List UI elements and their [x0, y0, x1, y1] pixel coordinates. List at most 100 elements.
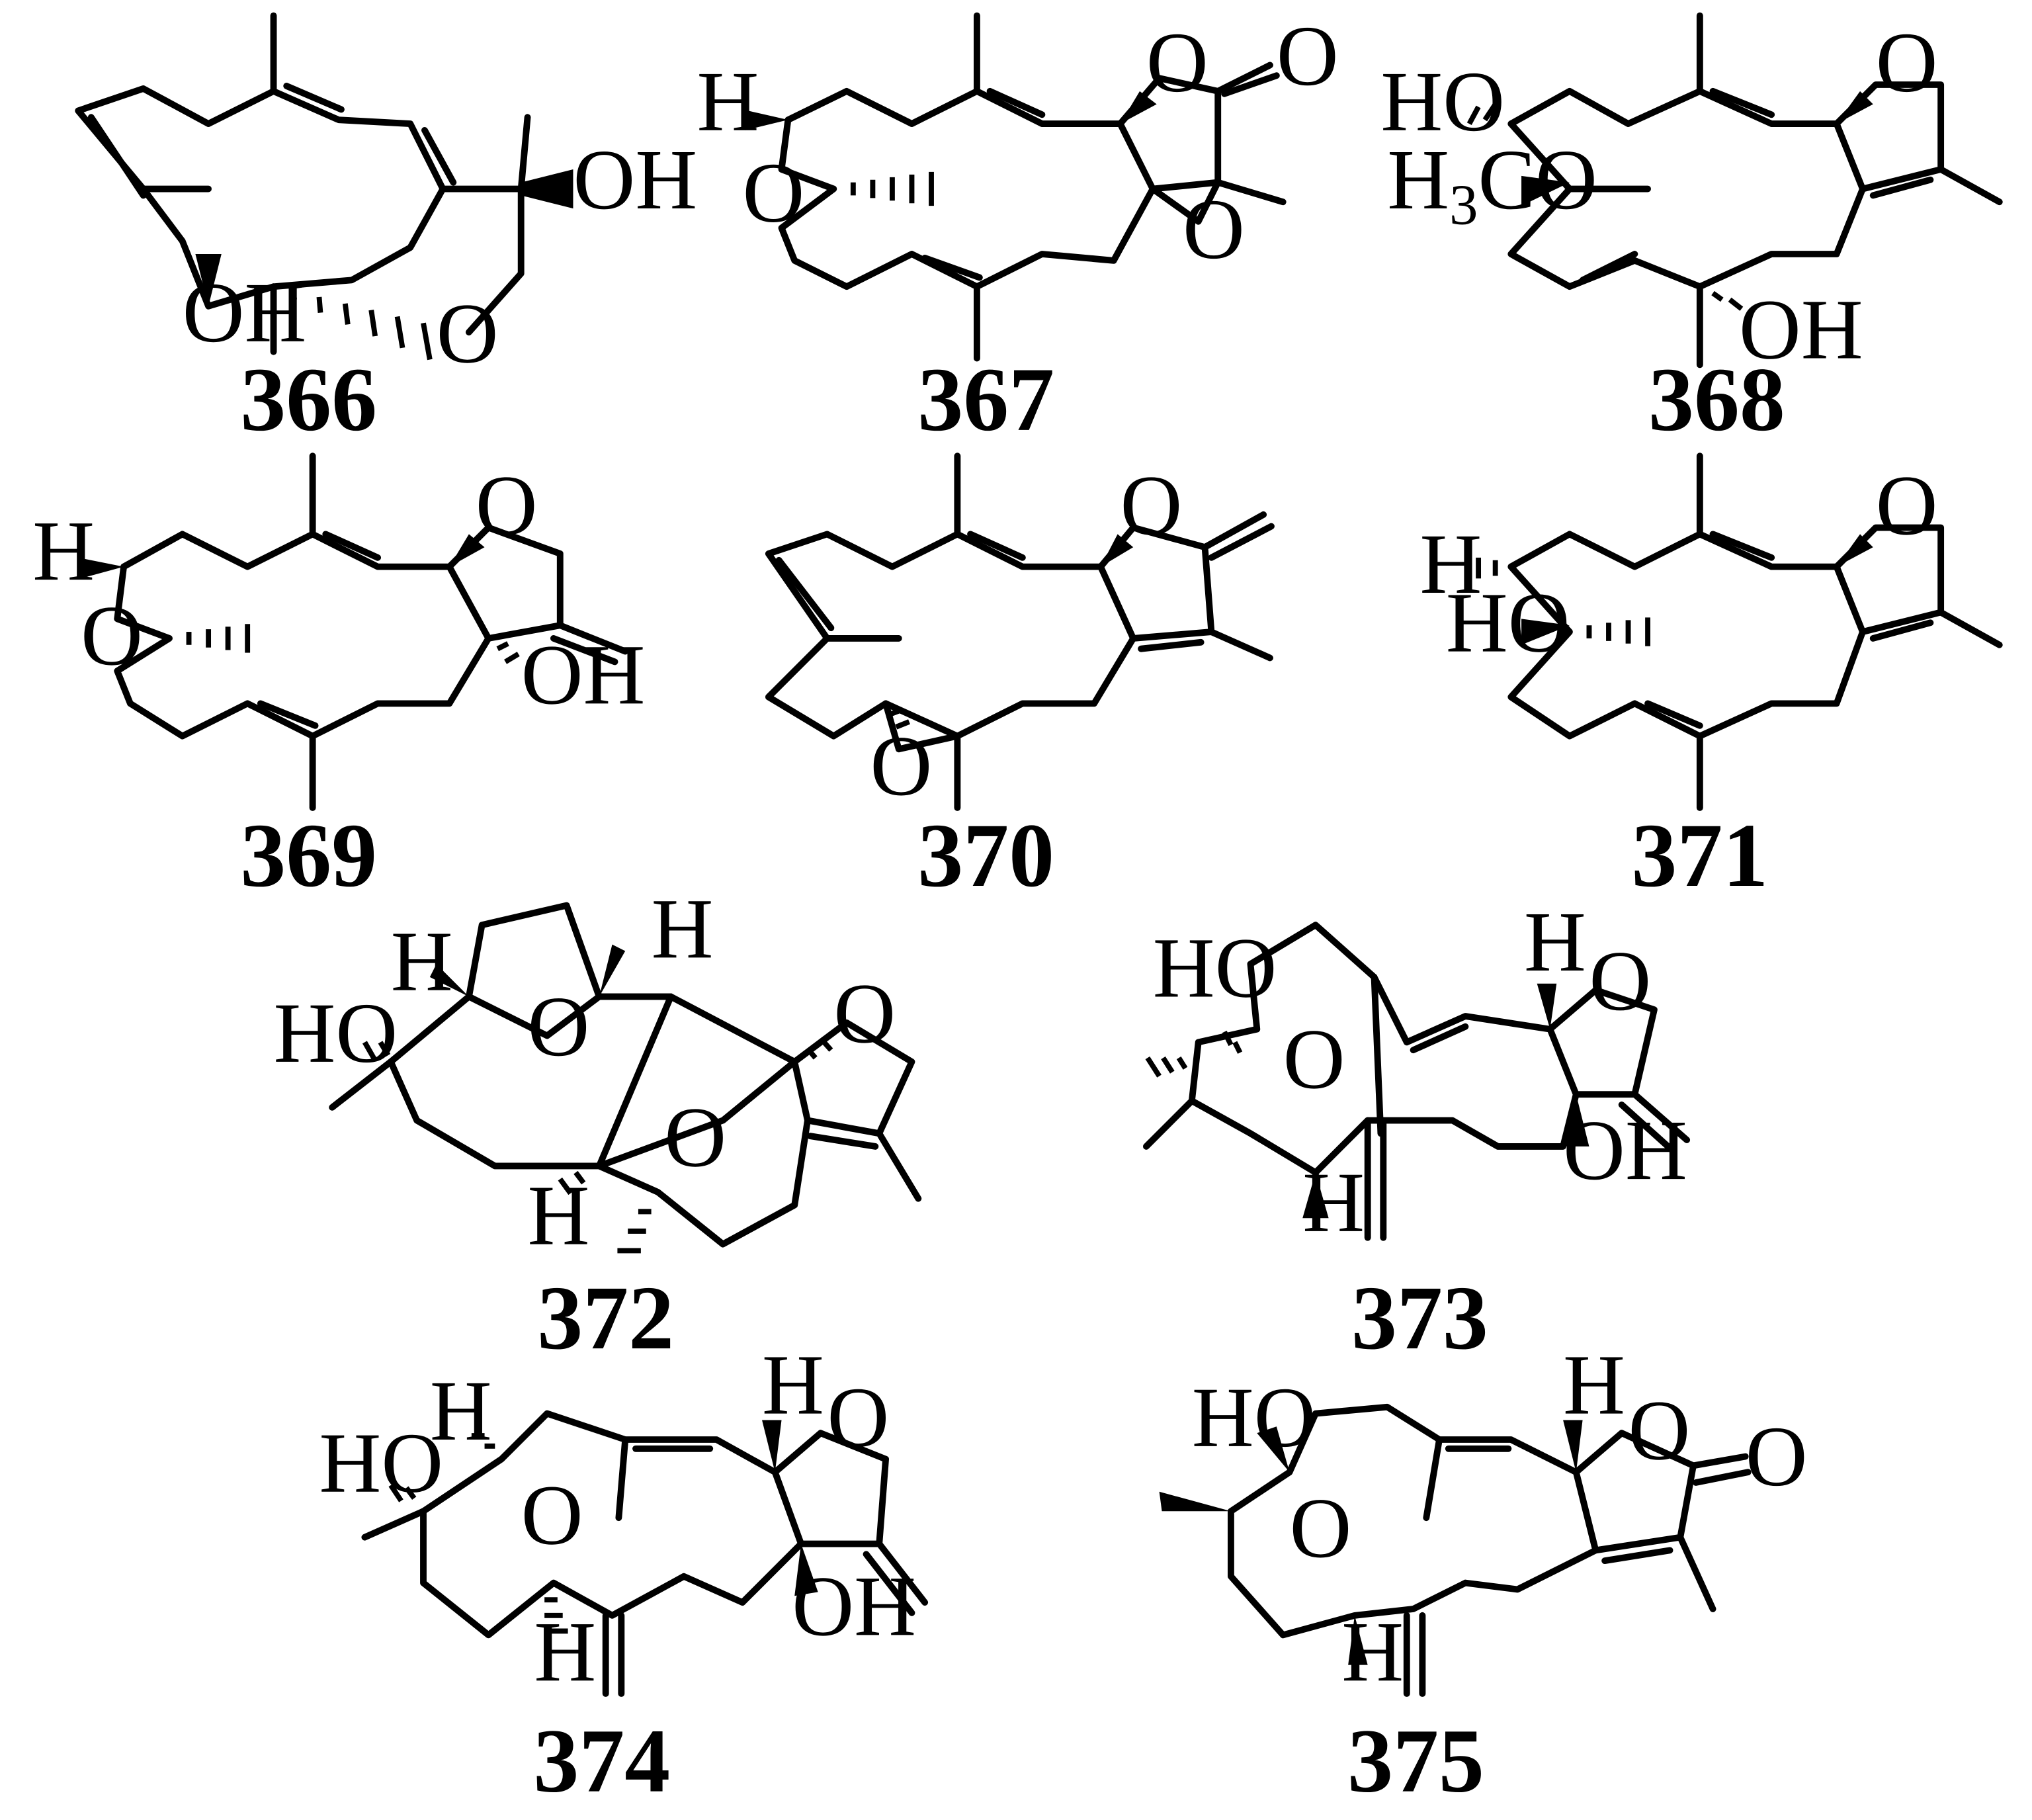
wedge-bond	[1836, 534, 1873, 567]
wedge-bond	[1257, 1426, 1290, 1473]
atom-label: OH	[1739, 282, 1863, 378]
atom-label: H	[1524, 894, 1586, 990]
atom-label: O	[1876, 15, 1938, 110]
atom-label: H	[1302, 1155, 1365, 1250]
compound-number: 370	[917, 804, 1054, 906]
hashed-bond	[544, 1597, 568, 1634]
hashed-bond	[290, 288, 433, 361]
atom-label: HO	[1153, 920, 1277, 1016]
compound-366: OH OH O 366	[75, 12, 697, 450]
compound-373: HO O H O OH H 373	[1142, 894, 1691, 1368]
atom-label: O	[870, 718, 932, 814]
wedge-bond	[1836, 91, 1873, 124]
hashed-bond	[805, 1036, 833, 1060]
atom-label: HO	[1380, 54, 1505, 150]
compound-375: HO H O O O H 375	[1159, 1338, 1808, 1811]
atom-label: O	[1290, 1481, 1352, 1576]
wedge-bond	[1521, 175, 1570, 206]
wedge-bond	[78, 557, 124, 579]
atom-label: H	[697, 54, 759, 150]
wedge-bond	[195, 253, 222, 306]
wedge-bond	[449, 534, 485, 567]
hashed-bond	[362, 1041, 391, 1062]
atom-label: H	[32, 503, 95, 599]
hashed-bond	[558, 1170, 586, 1195]
compound-374: H HO O H O OH H 374	[319, 1338, 929, 1811]
atom-label: O	[528, 979, 590, 1074]
compound-number: 366	[240, 349, 377, 450]
wedge-bond	[1302, 1172, 1329, 1219]
atom-label: O	[1121, 458, 1183, 553]
atom-label: HO	[319, 1416, 443, 1511]
atom-label: H	[534, 1604, 596, 1700]
atom-label: O	[521, 1468, 583, 1563]
wedge-bond	[1563, 1094, 1589, 1147]
compound-371: H HO O 371	[1419, 453, 2003, 906]
hashed-bond	[388, 1483, 417, 1502]
atom-label: O	[664, 1090, 726, 1185]
atom-label: OH	[521, 627, 646, 722]
atom-label: O	[1746, 1409, 1808, 1504]
hashed-bond	[471, 1433, 495, 1449]
wedge-bond	[1521, 619, 1570, 645]
atom-label: O	[833, 966, 896, 1061]
compound-number: 372	[537, 1267, 674, 1368]
atom-label: H	[1419, 517, 1482, 612]
hashed-bond	[1145, 1056, 1188, 1078]
wedge-bond	[762, 1420, 782, 1473]
compound-370: O O 370	[765, 453, 1275, 906]
compound-number: 373	[1351, 1267, 1488, 1368]
wedge-bond	[429, 964, 469, 997]
hashed-bond	[617, 1209, 652, 1254]
wedge-bond	[794, 1543, 818, 1596]
atom-label: H	[652, 881, 714, 976]
wedge-bond	[521, 169, 573, 209]
wedge-bond	[1120, 91, 1157, 124]
wedge-bond	[1563, 1420, 1583, 1473]
atom-label: HO	[274, 986, 398, 1081]
atom-label: HO	[1446, 576, 1570, 671]
atom-label: H	[528, 1168, 590, 1264]
atom-label: O	[1183, 182, 1245, 277]
hashed-bond	[1586, 617, 1651, 646]
atom-label: O	[1589, 933, 1651, 1029]
atom-label: OH	[183, 265, 307, 361]
atom-label: O	[1876, 458, 1938, 553]
compound-369: H O O OH 369	[32, 453, 646, 906]
wedge-bond	[1159, 1491, 1231, 1512]
compound-number: 368	[1648, 349, 1785, 450]
atom-label: O	[827, 1370, 889, 1465]
atom-label: O	[1277, 9, 1339, 104]
wedge-bond	[599, 944, 626, 997]
atom-label: HO	[1192, 1370, 1316, 1465]
atom-label: H	[1341, 1604, 1404, 1700]
atom-label: O	[1283, 1012, 1345, 1107]
compound-372: H HO O H O O H 372	[274, 881, 922, 1368]
atom-label: H	[430, 1364, 492, 1459]
hashed-bond	[850, 171, 934, 206]
atom-label: O	[1629, 1383, 1691, 1479]
atom-label: H	[762, 1338, 824, 1433]
compound-number: 369	[240, 804, 377, 906]
hashed-bond	[186, 624, 251, 653]
atom-label: O	[742, 146, 804, 241]
compound-367: H O O O O 367	[697, 9, 1339, 450]
compound-number: 375	[1347, 1710, 1484, 1811]
compound-number: 367	[917, 349, 1054, 450]
hashed-bond	[1222, 1030, 1243, 1054]
hashed-bond	[1711, 290, 1744, 311]
wedge-bond	[742, 109, 788, 130]
hashed-bond	[890, 707, 910, 730]
atom-label: O	[1146, 15, 1208, 110]
atom-label: OH	[1563, 1103, 1687, 1198]
wedge-bond	[1100, 534, 1134, 567]
hashed-bond	[1466, 103, 1498, 125]
compound-number: 374	[533, 1710, 670, 1811]
atom-label: O	[437, 286, 499, 381]
atom-label: O	[81, 588, 143, 683]
hashed-bond	[1476, 557, 1498, 579]
compound-number: 371	[1631, 804, 1768, 906]
compound-368: HO H3CO O OH 368	[1380, 12, 2003, 450]
atom-label: H	[1563, 1338, 1625, 1433]
